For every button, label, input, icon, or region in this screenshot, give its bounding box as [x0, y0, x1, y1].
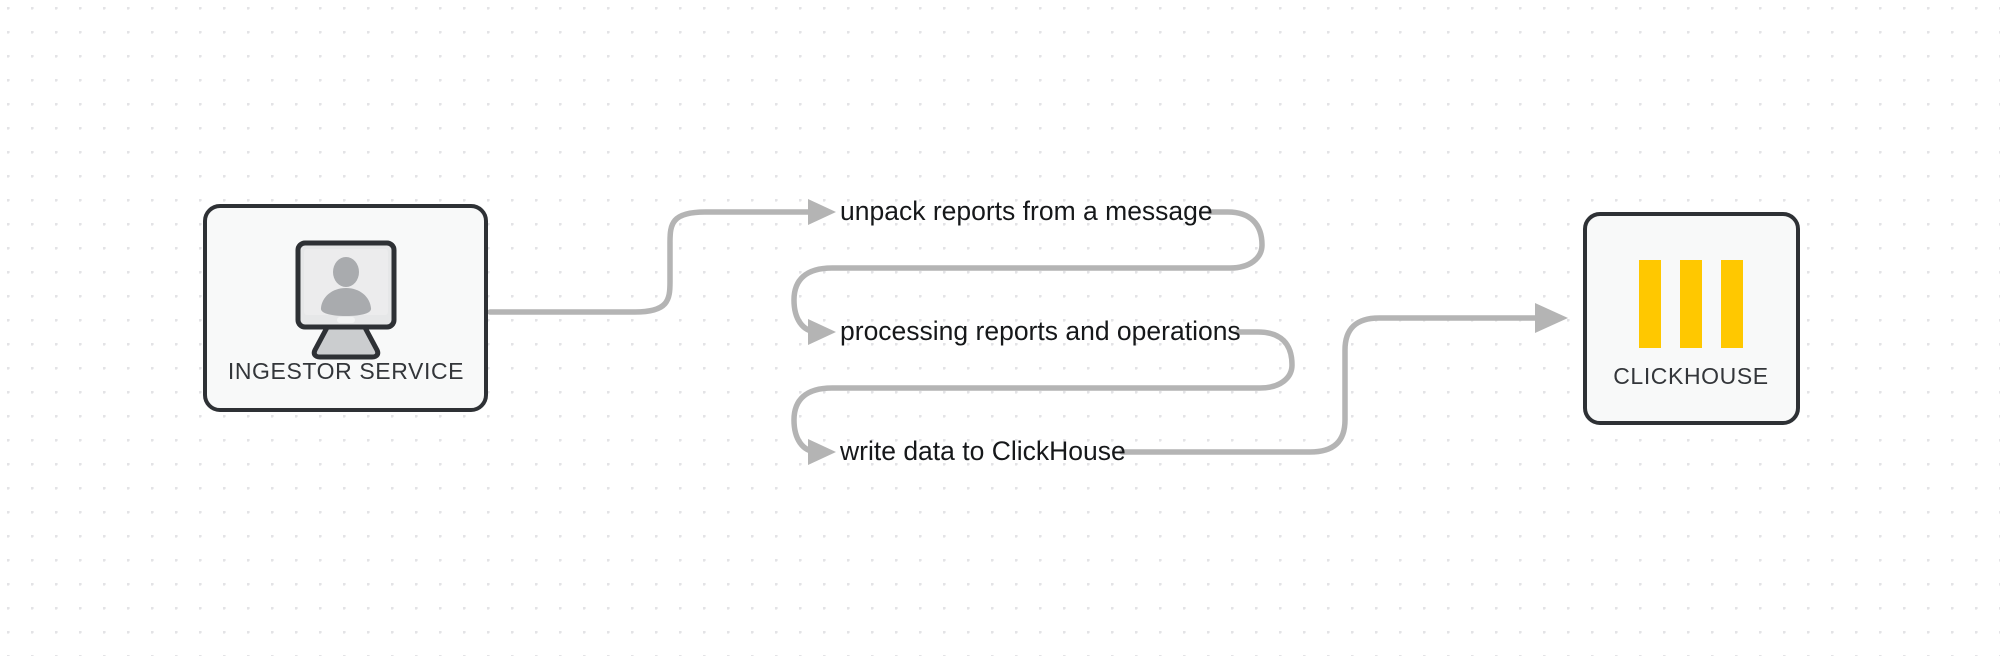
monitor-notch-icon: [337, 317, 355, 323]
monitor-user-icon: [295, 240, 397, 360]
edge-label-processing: processing reports and operations: [840, 316, 1241, 346]
edge-label-unpack: unpack reports from a message: [840, 196, 1213, 226]
edge-write-arrowhead: [808, 439, 836, 465]
edge-label-write: write data to ClickHouse: [839, 436, 1126, 466]
edge-processing-path: [791, 209, 1265, 335]
monitor-stand-icon: [311, 319, 381, 360]
clickhouse-bar-1-icon: [1639, 260, 1661, 348]
edge-to-clickhouse-arrowhead: [1535, 303, 1568, 333]
edge-unpack-arrowhead: [808, 199, 836, 225]
edge-processing-arrowhead: [808, 319, 836, 345]
node-label-clickhouse: CLICKHOUSE: [1613, 363, 1769, 389]
node-ingestor-service[interactable]: INGESTOR SERVICE: [203, 204, 488, 412]
edge-write: [791, 329, 1295, 465]
clickhouse-bar-3-icon: [1721, 260, 1743, 348]
edge-write-path: [791, 329, 1295, 455]
user-silhouette-icon: [320, 257, 372, 316]
edge-processing: [791, 209, 1265, 345]
clickhouse-bar-2-icon: [1680, 260, 1702, 348]
node-label-ingestor: INGESTOR SERVICE: [228, 358, 464, 384]
clickhouse-bars-icon: [1639, 260, 1743, 348]
edge-to-clickhouse-path: [1119, 315, 1543, 455]
edge-unpack: [487, 199, 836, 315]
edge-unpack-path: [487, 209, 815, 315]
edge-to-clickhouse: [1119, 303, 1568, 455]
node-clickhouse[interactable]: CLICKHOUSE: [1583, 212, 1800, 425]
